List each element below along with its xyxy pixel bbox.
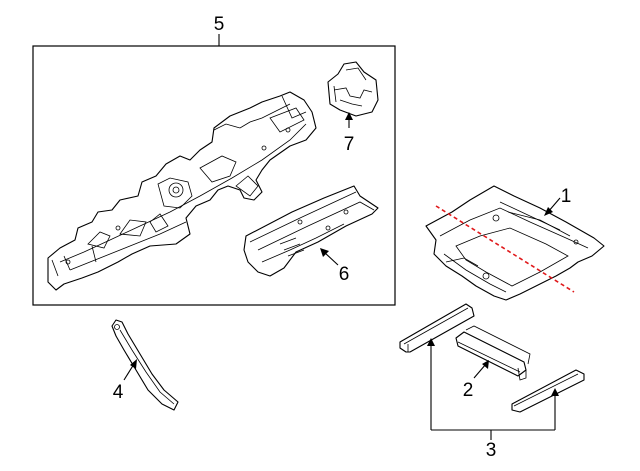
callout-6-leader — [323, 251, 339, 266]
callout-2-leader — [473, 363, 487, 379]
floor-pan-part — [425, 185, 605, 301]
callout-6-label: 6 — [339, 264, 350, 285]
cut-line — [435, 205, 575, 293]
callout-6-arrow — [320, 248, 329, 257]
floor-reinforcement-part — [243, 185, 379, 277]
callout-4-arrow — [130, 359, 137, 369]
callout-2-arrow — [482, 360, 489, 369]
callout-7-arrow — [345, 112, 353, 120]
crossmember-right-part — [511, 369, 585, 413]
brace-part — [111, 319, 179, 411]
callout-2-label: 2 — [463, 380, 474, 401]
callout-3-bracket — [427, 338, 559, 440]
bracket-part — [327, 61, 379, 117]
callout-4-label: 4 — [113, 382, 124, 403]
callout-5-label: 5 — [214, 14, 225, 35]
crossmember-left-part — [399, 303, 475, 353]
callout-3-label: 3 — [486, 440, 497, 461]
callout-4-leader — [123, 363, 135, 381]
callout-1-arrow — [544, 207, 553, 216]
frame-rail-assembly — [47, 91, 317, 291]
assembly-group-box — [32, 45, 396, 306]
crossmember-center-part — [455, 325, 531, 381]
callout-7-label: 7 — [344, 134, 355, 155]
callout-1-label: 1 — [561, 186, 572, 207]
